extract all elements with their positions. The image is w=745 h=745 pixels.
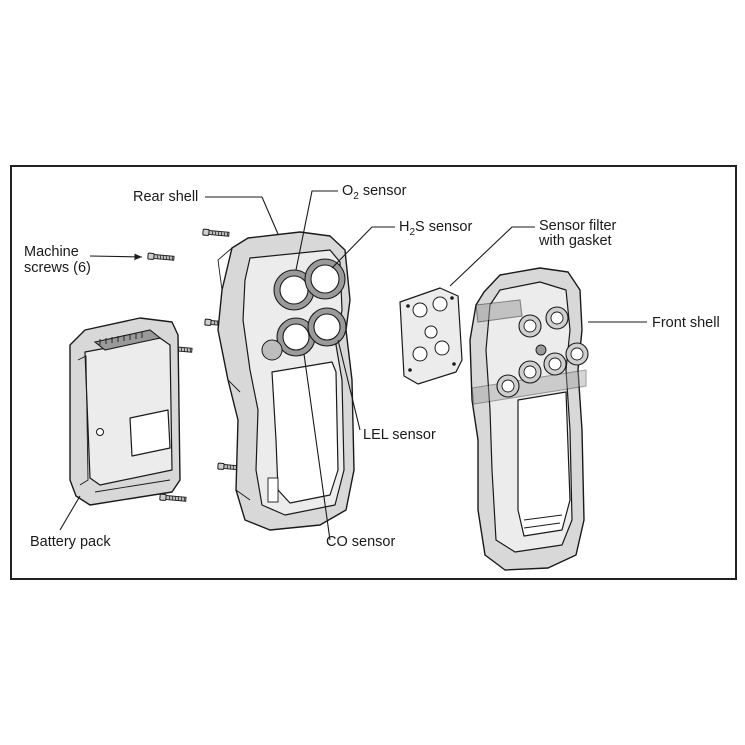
h2s-sensor-label: H2S sensor — [399, 219, 472, 238]
o2-sensor-label: O2 sensor — [342, 183, 407, 202]
sensor-filter-label-line2: with gasket — [538, 233, 612, 249]
machine-screws-label-line2: screws (6) — [24, 260, 91, 276]
leader-lines — [59, 190, 647, 541]
lel-sensor-icon — [307, 307, 347, 347]
h2s-sensor-icon — [304, 258, 346, 300]
labels: Rear shell O2 sensor H2S sensor Sensor f… — [24, 183, 720, 550]
lel-sensor-label: LEL sensor — [363, 427, 436, 443]
battery-pack-label: Battery pack — [30, 534, 111, 550]
rear-shell-label: Rear shell — [133, 189, 198, 205]
front-shell-icon — [469, 267, 589, 571]
sensor-filter-gasket-icon — [399, 287, 463, 385]
rear-shell-icon — [217, 231, 355, 531]
sensor-filter-label-line1: Sensor filter — [539, 218, 617, 234]
co-sensor-label: CO sensor — [326, 534, 395, 550]
co-sensor-icon — [276, 317, 316, 357]
machine-screws-label-line1: Machine — [24, 244, 79, 260]
front-shell-label: Front shell — [652, 315, 720, 331]
o2-sensor-icon — [273, 269, 315, 311]
battery-pack-icon — [69, 317, 181, 506]
